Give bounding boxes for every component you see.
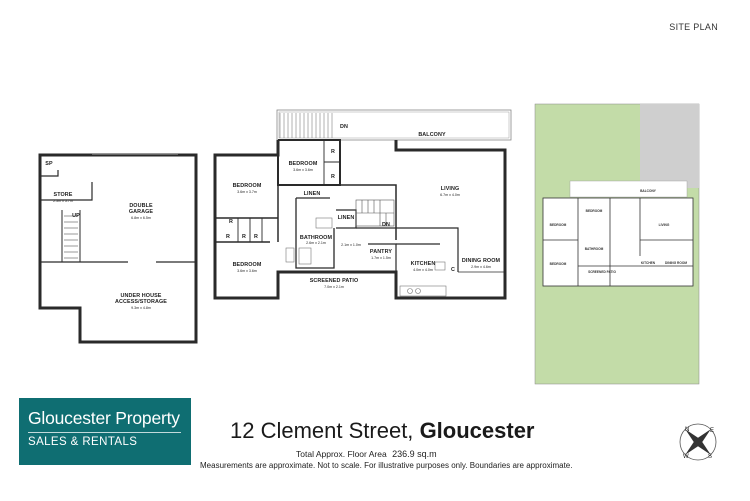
bathroom-dims: 2.6m x 2.1m [306,241,326,245]
pantry-dims: 1.7m x 1.5m [371,256,391,260]
address-town: Gloucester [419,418,535,443]
mini-living-label: LIVING [659,223,670,227]
fixtures [285,217,447,297]
store-dims: 2.5m x 5.7m [53,199,73,203]
linen-label-1: LINEN [304,191,321,197]
robe-label-4: R [226,234,230,240]
mini-bedroom-label-2: BEDROOM [586,209,603,213]
store-label: STORE [54,192,73,198]
compass-n: N [685,427,689,433]
living-dims: 6.7m x 4.0m [440,193,460,197]
mini-bathroom-label: BATHROOM [585,247,604,251]
linen-label-2: LINEN [338,215,355,221]
address-street: 12 Clement Street, [230,418,414,443]
site-driveway [640,104,699,188]
garage-label-2: GARAGE [129,209,154,215]
lower-stairs [64,215,78,259]
deck-stairs [279,113,333,138]
compass-icon: N S E W [679,423,717,461]
robe-label-3: R [229,219,233,225]
pantry-label: PANTRY [370,249,392,255]
under-house-label: UNDER HOUSE [121,293,162,299]
kitchen-dims: 4.0m x 4.0m [413,268,433,272]
balcony-deck [276,109,512,141]
bedroom-left-dims: 3.6m x 3.7m [237,190,257,194]
agency-tagline: SALES & RENTALS [28,436,138,448]
bedroom-top-label: BEDROOM [289,161,318,167]
kitchen-label: KITCHEN [411,261,436,267]
floor-area-value: 236.9 sq.m [392,449,437,459]
logo-divider [28,432,181,433]
floor-area: Total Approx. Floor Area 236.9 sq.m [296,449,437,459]
screened-patio-label: SCREENED PATIO [310,278,359,284]
site-plan-label: SITE PLAN [669,22,718,32]
garage-label: DOUBLE [129,203,153,209]
dn-label-stair: DN [382,222,390,228]
compass-e: E [710,428,714,434]
robe-label-1: R [331,149,335,155]
balcony-label: BALCONY [418,132,446,138]
dn-label-balcony: DN [340,124,348,130]
dining-room-dims: 2.9m x 4.6m [471,265,491,269]
robe-label-5: R [242,234,246,240]
garage-dims: 6.8m x 6.5m [131,216,151,220]
under-house-dims: 9.3m x 4.8m [131,306,151,310]
mini-dining-label: DINING ROOM [665,261,687,265]
cupboard-label: C [451,267,455,273]
mini-floor-plan [542,197,694,287]
mini-bedroom-label-1: BEDROOM [550,223,567,227]
bedroom-top-dims: 3.6m x 3.6m [293,168,313,172]
lower-level-plan [38,153,198,344]
hall-dims: 2.1m x 1.0m [341,243,361,247]
living-label: LIVING [441,186,460,192]
mini-bedroom-label-3: BEDROOM [550,262,567,266]
site-balcony [569,180,688,198]
dining-room-label: DINING ROOM [462,258,501,264]
under-house-label-2: ACCESS/STORAGE [115,299,167,305]
compass-w: W [683,454,689,460]
up-label: UP [72,213,80,219]
disclaimer-text: Measurements are approximate. Not to sca… [200,461,573,470]
mini-patio-label: SCREENED PATIO [588,270,616,274]
compass-s: S [708,454,712,460]
robe-label-2: R [331,174,335,180]
screened-patio-dims: 7.0m x 2.1m [324,285,344,289]
bedroom-bottom-label: BEDROOM [233,262,262,268]
agency-name: Gloucester Property [28,408,180,428]
property-address: 12 Clement Street, Gloucester [230,418,535,444]
bathroom-label: BATHROOM [300,235,333,241]
bedroom-left-label: BEDROOM [233,183,262,189]
mini-kitchen-label: KITCHEN [641,261,656,265]
bedroom-bottom-dims: 3.6m x 3.6m [237,269,257,273]
stairwell [355,199,395,227]
floor-area-label: Total Approx. Floor Area [296,449,387,459]
mini-balcony-label: BALCONY [640,189,657,193]
sp-label: SP [45,161,53,167]
robe-label-6: R [254,234,258,240]
agency-logo: Gloucester Property SALES & RENTALS [19,398,191,465]
upper-level-walls [213,139,507,300]
